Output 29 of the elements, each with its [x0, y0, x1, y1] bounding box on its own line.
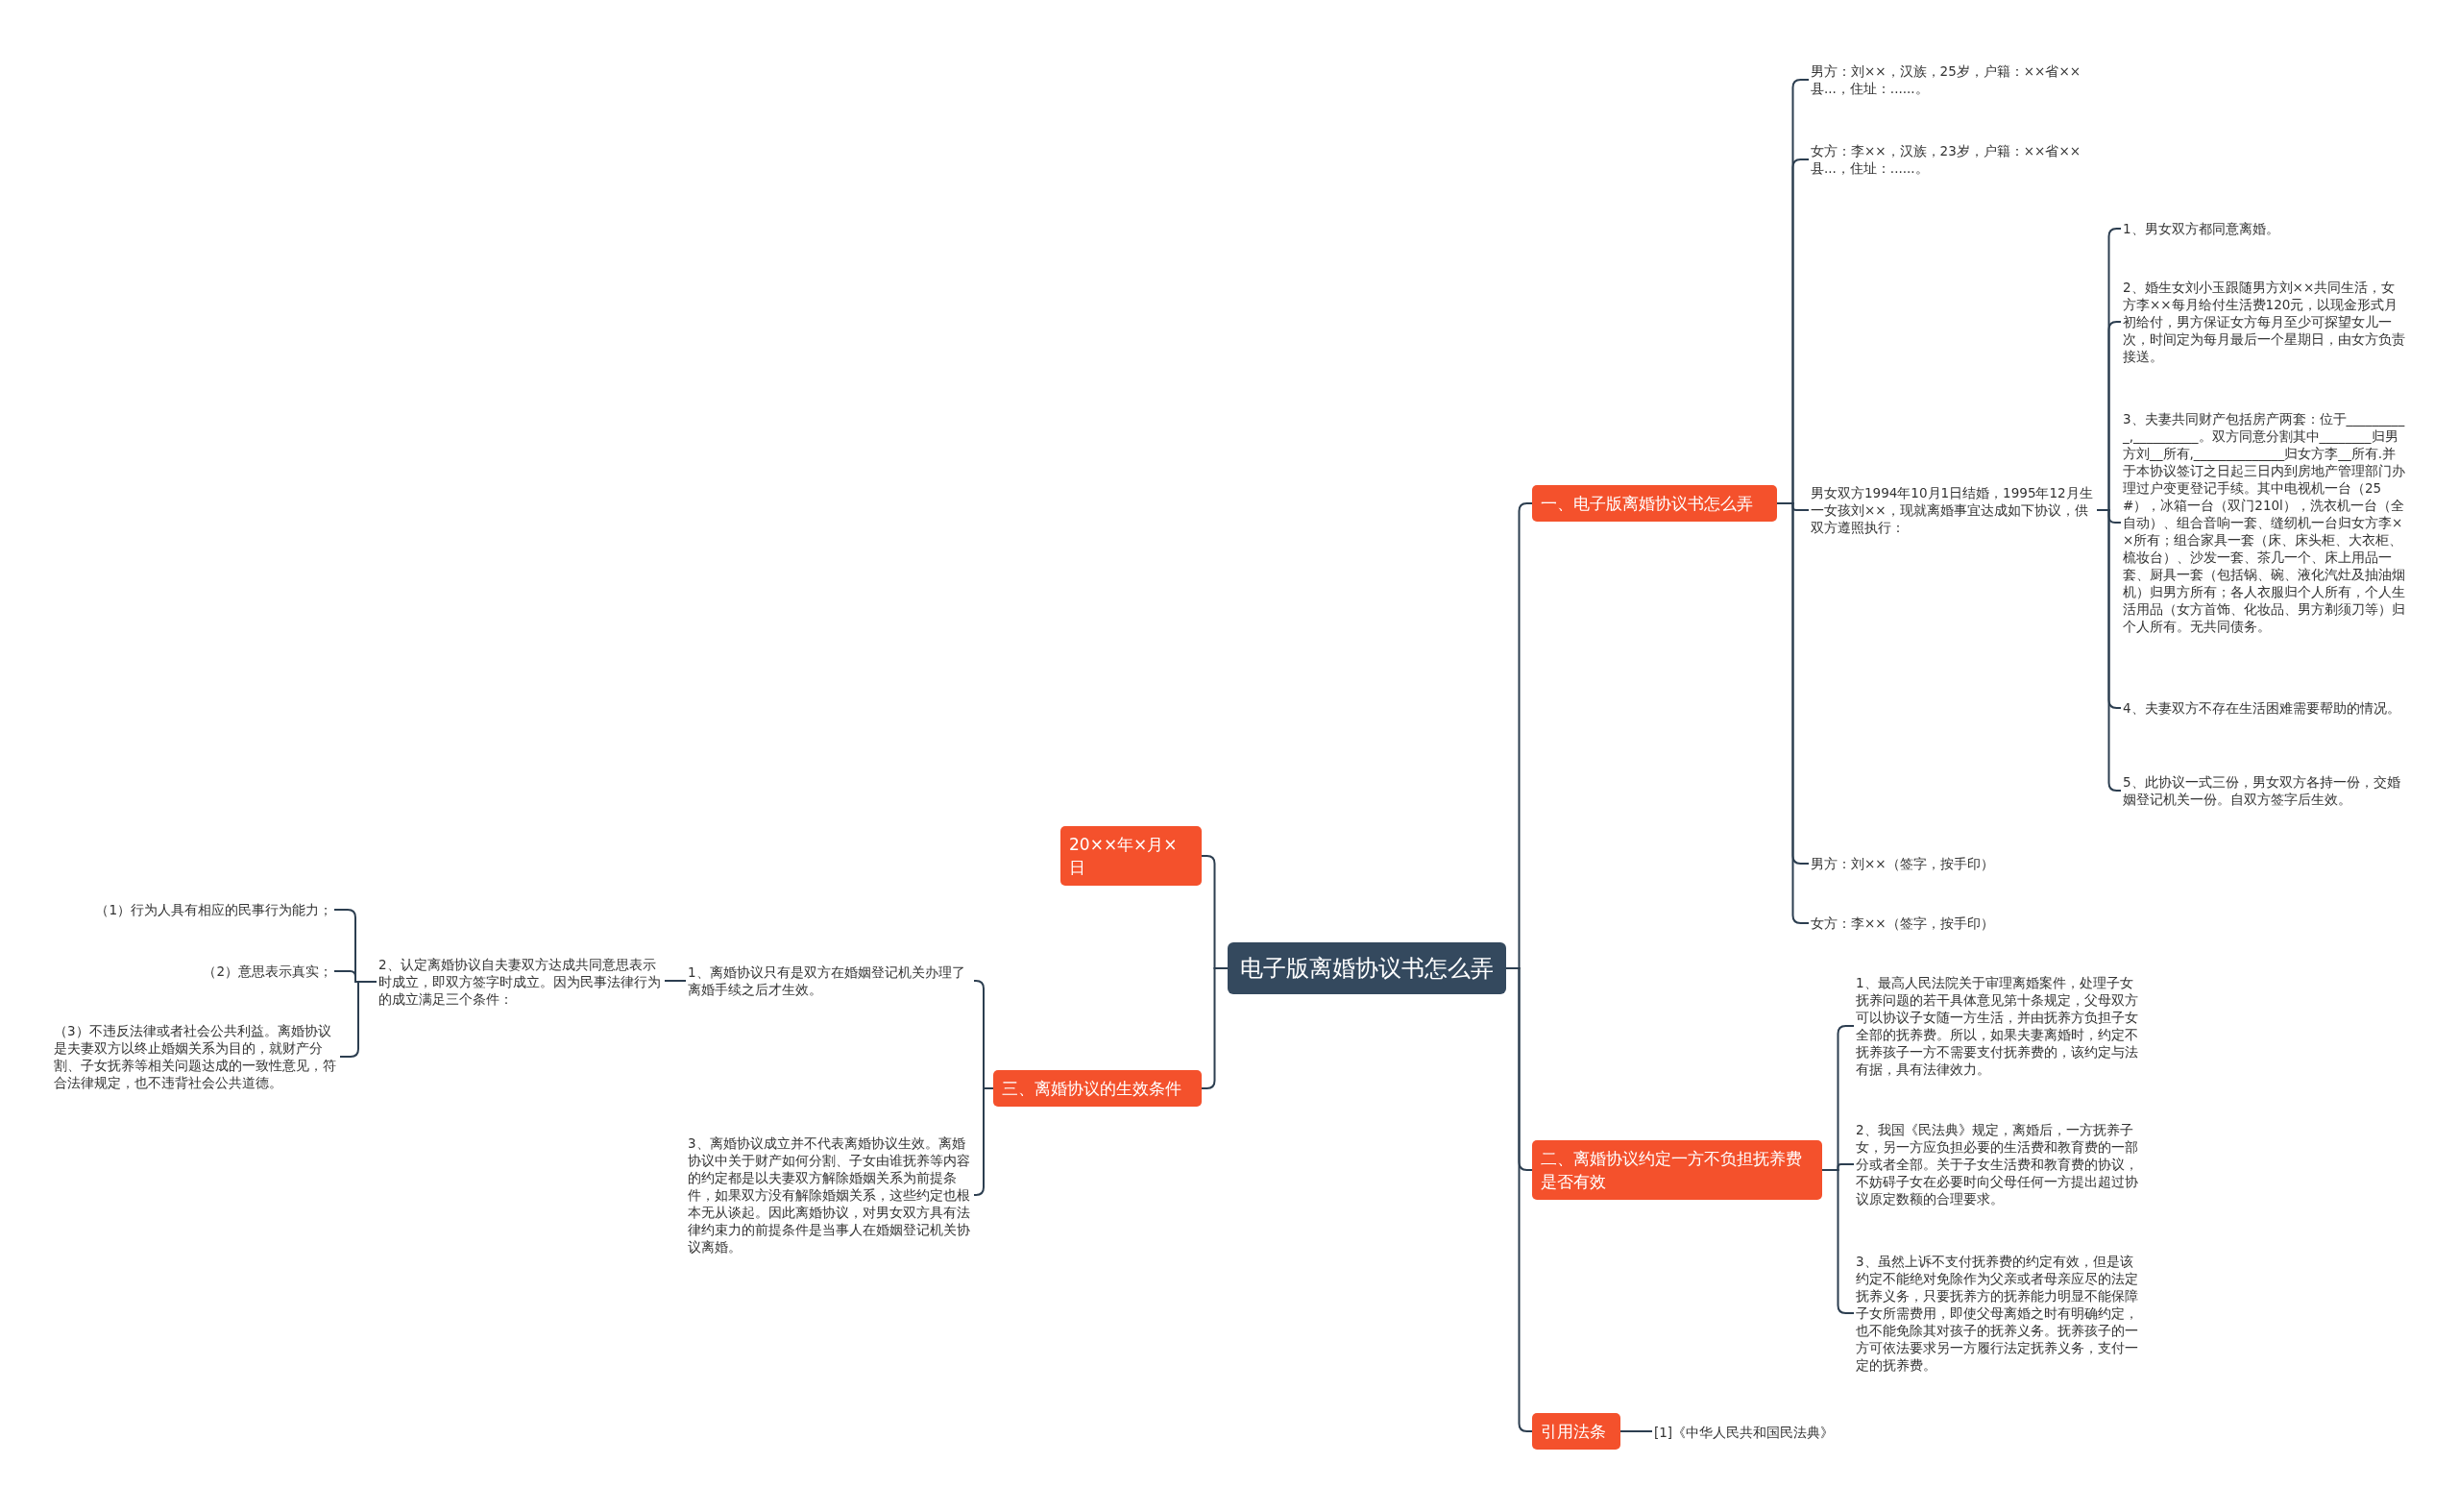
- note-text: 男方：刘××（签字，按手印）: [1809, 854, 2097, 873]
- note-text: 3、离婚协议成立并不代表离婚协议生效。离婚协议中关于财产如何分割、子女由谁抚养等内容的约定都是以夫妻双方解除婚姻关系为前提条件，如果双方没有解除婚姻关系，这些约定也根本无从谈起。因此离婚协议，对男女双方具有法律约束力的前提条件是当事人在婚姻登记机关协议离婚。: [686, 1134, 974, 1256]
- note-text: [1]《中华人民共和国民法典》: [1652, 1423, 1873, 1442]
- branch-topic: 20××年×月×日: [1060, 826, 1202, 886]
- note-text: 女方：李××，汉族，23岁，户籍：××省××县...，住址：......。: [1809, 141, 2097, 178]
- note-text: （3）不违反法律或者社会公共利益。离婚协议是夫妻双方以终止婚姻关系为目的，就财产分割、子女抚养等相关问题达成的一致性意见，符合法律规定，也不违背社会公共道德。: [52, 1021, 340, 1092]
- connector-line: [664, 980, 687, 982]
- note-text: 3、虽然上诉不支付抚养费的约定有效，但是该约定不能绝对免除作为父亲或者母亲应尽的法定抚养义务，只要抚养方的抚养能力明显不能保障子女所需费用，即使父母离婚之时有明确约定，也不能免除其对孩子的抚养义务。抚养孩子的一方可依法要求另一方履行法定抚养义务，支付一定的抚养费。: [1854, 1252, 2142, 1375]
- note-text: （1）行为人具有相应的民事行为能力；: [46, 900, 334, 919]
- branch-topic: 一、电子版离婚协议书怎么弄: [1532, 485, 1777, 522]
- note-text: 4、夫妻双方不存在生活困难需要帮助的情况。: [2121, 698, 2409, 718]
- note-text: 2、婚生女刘小玉跟随男方刘××共同生活，女方李××每月给付生活费120元，以现金形式月初给付，男方保证女方每月至少可探望女儿一次，时间定为每月最后一个星期日，由女方负责接送。: [2121, 278, 2409, 366]
- central-topic: 电子版离婚协议书怎么弄: [1228, 942, 1506, 994]
- branch-topic: 二、离婚协议约定一方不负担抚养费是否有效: [1532, 1140, 1822, 1200]
- branch-topic: 三、离婚协议的生效条件: [993, 1070, 1202, 1107]
- note-text: 男方：刘××，汉族，25岁，户籍：××省××县...，住址：......。: [1809, 61, 2097, 98]
- note-text: （2）意思表示真实；: [46, 962, 334, 981]
- connector-line: [973, 1087, 994, 1196]
- note-text: 1、最高人民法院关于审理离婚案件，处理子女抚养问题的若干具体意见第十条规定，父母双方可以协议子女随一方生活，并由抚养方负担子女全部的抚养费。所以，如果夫妻离婚时，约定不抚养孩子一方不需要支付抚养费的，该约定与法有据，具有法律效力。: [1854, 973, 2142, 1079]
- note-text: 1、离婚协议只有是双方在婚姻登记机关办理了离婚手续之后才生效。: [686, 963, 974, 999]
- connector-line: [1619, 1430, 1653, 1432]
- note-text: 1、男女双方都同意离婚。: [2121, 219, 2409, 238]
- note-text: 男女双方1994年10月1日结婚，1995年12月生一女孩刘××，现就离婚事宜达成如下协议，供双方遵照执行：: [1809, 483, 2097, 537]
- branch-topic: 引用法条: [1532, 1413, 1620, 1450]
- note-text: 3、夫妻共同财产包括房产两套：位于__________,__________。双方同意分割其中________归男方刘__所有,______________归女方李__所有.并于本协议签订之日起三日内到房地产管理部门办理过户变更登记手续。其中电视机一台（25#），冰箱一台（双门210l），洗衣机一台（全自动）、组合音响一套、缝纫机一台归女方李××所有；组合家具一套（床、床头柜、大衣柜、梳妆台）、沙发一套、茶几一个、床上用品一套、厨具一套（包括锅、碗、液化汽灶及抽油烟机）归男方所有；各人衣服归个人所有，个人生活用品（女方首饰、化妆品、男方剃须刀等）归个人所有。无共同债务。: [2121, 409, 2409, 636]
- note-text: 2、我国《民法典》规定，离婚后，一方抚养子女，另一方应负担必要的生活费和教育费的一部分或者全部。关于子女生活费和教育费的协议，不妨碍子女在必要时向父母任何一方提出超过协议原定数额的合理要求。: [1854, 1120, 2142, 1208]
- note-text: 2、认定离婚协议自夫妻双方达成共同意思表示时成立，即双方签字时成立。因为民事法律行为的成立满足三个条件：: [377, 955, 665, 1009]
- note-text: 5、此协议一式三份，男女双方各持一份，交婚姻登记机关一份。自双方签字后生效。: [2121, 772, 2409, 809]
- note-text: 女方：李××（签字，按手印）: [1809, 914, 2097, 933]
